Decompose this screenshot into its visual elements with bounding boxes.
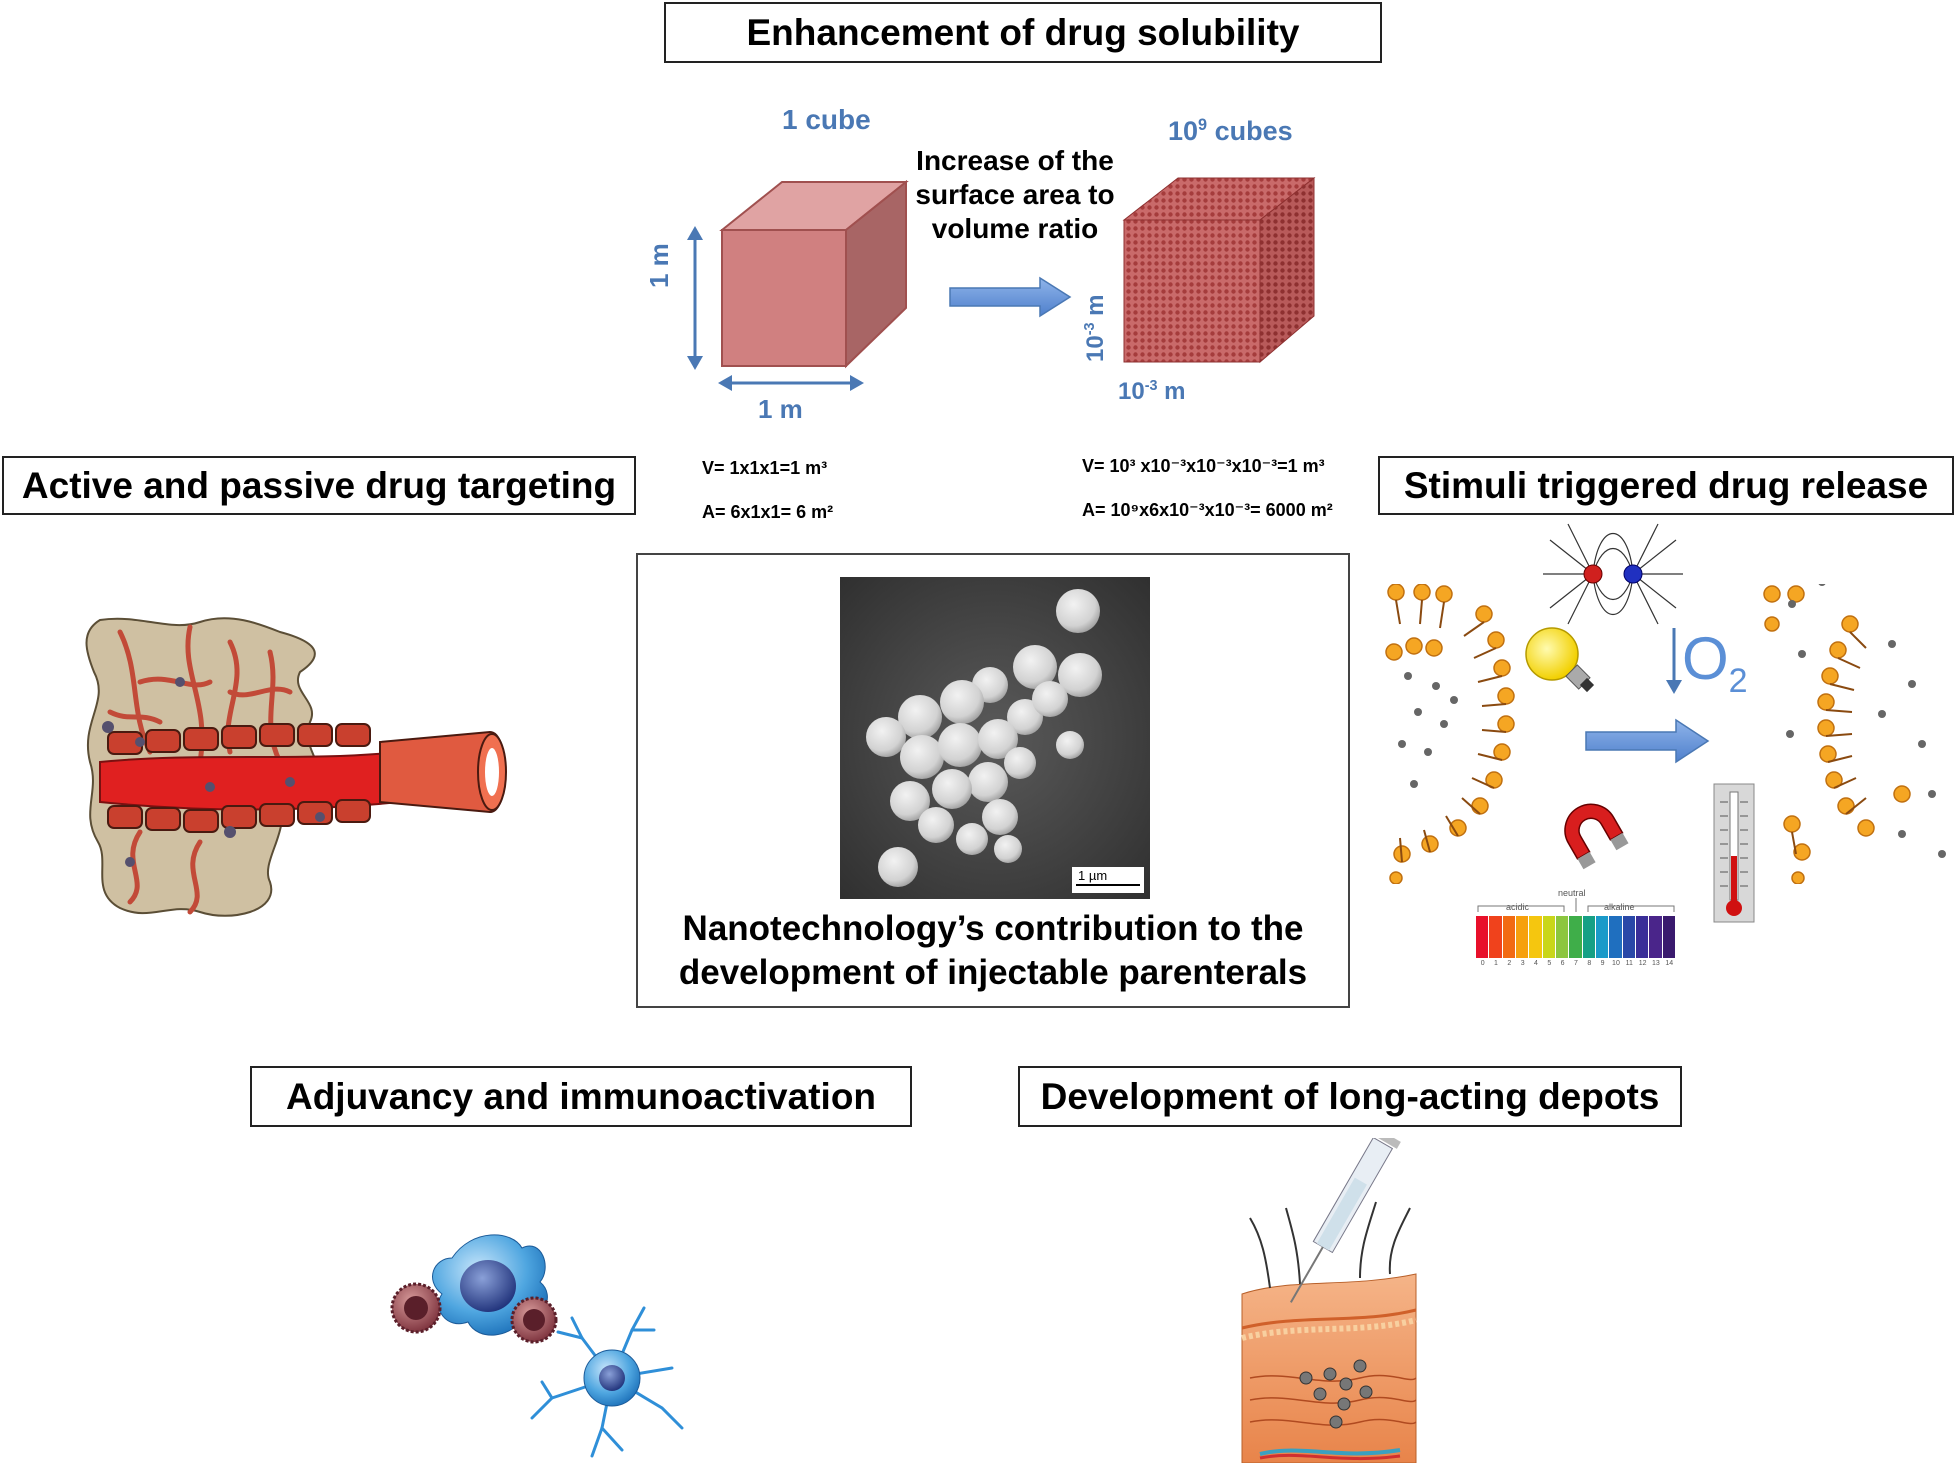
scale-bar-label: 1 µm xyxy=(1078,868,1107,883)
skin-injection-illustration xyxy=(1241,1138,1417,1463)
ph-number: 5 xyxy=(1547,960,1552,967)
cube-horizontal-dim-label: 1 m xyxy=(758,394,803,424)
ratio-text-line1: Increase of the xyxy=(916,145,1114,176)
ph-bar xyxy=(1595,916,1610,958)
nano-vertical-dim-label: 10-3 m xyxy=(1082,294,1110,362)
ph-bar xyxy=(1542,916,1556,958)
nano-v-unit: m xyxy=(1082,294,1109,323)
one-cube-label: 1 cube xyxy=(782,104,871,135)
formula-area-1: A= 6x1x1= 6 m² xyxy=(702,502,834,522)
sem-micrograph: 1 µm xyxy=(840,577,1150,899)
title-long-acting-depots: Development of long-acting depots xyxy=(1018,1066,1682,1127)
cube-vertical-dimension-arrow xyxy=(687,226,703,370)
ph-bar xyxy=(1489,916,1503,958)
ph-bar xyxy=(1515,916,1530,958)
center-panel: 1 µm Nanotechnology’s contribution to th… xyxy=(636,553,1350,1008)
ph-bar xyxy=(1502,916,1516,958)
ratio-text-line3: volume ratio xyxy=(931,213,1099,244)
nano-h-unit: m xyxy=(1157,378,1186,405)
release-arrow xyxy=(1585,718,1710,764)
ph-number: 0 xyxy=(1480,960,1485,967)
nano-h-exp: -3 xyxy=(1144,378,1158,394)
many-cubes-suffix: cubes xyxy=(1207,116,1293,146)
center-caption: Nanotechnology’s contribution to the dev… xyxy=(638,907,1348,995)
ph-number: 12 xyxy=(1638,960,1647,967)
ph-bar xyxy=(1662,916,1676,958)
ph-number: 10 xyxy=(1612,960,1620,967)
immune-cells-illustration xyxy=(390,1234,684,1458)
title-drug-targeting: Active and passive drug targeting xyxy=(2,456,636,515)
thermometer-icon xyxy=(1713,783,1755,923)
ph-number: 9 xyxy=(1600,960,1605,967)
ph-number: 4 xyxy=(1534,960,1538,967)
ph-bar xyxy=(1582,916,1596,958)
ph-bar xyxy=(1555,916,1570,958)
cube-vertical-dim-label: 1 m xyxy=(644,243,674,288)
nano-v-base: 10 xyxy=(1082,335,1109,362)
nano-h-base: 10 xyxy=(1118,378,1145,405)
ph-bar xyxy=(1476,916,1490,958)
ph-brackets xyxy=(1477,898,1675,912)
tumor-vessel-illustration xyxy=(85,617,507,917)
nano-cubes xyxy=(1122,176,1316,364)
title-stimuli-release: Stimuli triggered drug release xyxy=(1378,456,1954,515)
magnet-icon xyxy=(1564,803,1629,870)
light-bulb-icon xyxy=(1525,627,1595,693)
many-cubes-label: 109 cubes xyxy=(1168,116,1293,147)
ph-bar xyxy=(1609,916,1623,958)
ratio-text-line2: surface area to xyxy=(915,179,1115,210)
ph-number: 3 xyxy=(1520,960,1525,967)
formula-volume-2: V= 10³ x10⁻³x10⁻³x10⁻³=1 m³ xyxy=(1082,456,1325,476)
title-drug-solubility: Enhancement of drug solubility xyxy=(664,2,1382,63)
liposome-after xyxy=(1763,584,1946,884)
liposome-before xyxy=(1385,584,1515,884)
big-cube xyxy=(719,179,909,369)
formula-area-2: A= 10⁹x6x10⁻³x10⁻³= 6000 m² xyxy=(1082,500,1333,520)
oxygen-sub: 2 xyxy=(1728,662,1748,700)
formula-volume-1: V= 1x1x1=1 m³ xyxy=(702,458,828,478)
ph-number: 8 xyxy=(1587,960,1592,967)
ph-number: 2 xyxy=(1507,960,1512,967)
transformation-arrow xyxy=(949,276,1072,318)
ratio-text: Increase of the surface area to volume r… xyxy=(900,144,1130,246)
ph-number: 14 xyxy=(1665,960,1674,967)
ph-bar xyxy=(1529,916,1543,958)
ph-number: 7 xyxy=(1574,960,1578,967)
down-arrow-icon xyxy=(1666,628,1682,694)
center-caption-line2: development of injectable parenterals xyxy=(678,953,1308,992)
electric-field-icon xyxy=(1543,523,1683,625)
ph-number: 11 xyxy=(1625,960,1633,967)
oxygen-label: O2 xyxy=(1682,624,1748,701)
many-cubes-exp: 9 xyxy=(1198,116,1208,134)
ph-bar xyxy=(1569,916,1583,958)
ph-color-bars xyxy=(1476,916,1676,958)
ph-bar xyxy=(1649,916,1663,958)
many-cubes-base: 10 xyxy=(1168,116,1199,146)
ph-neutral-label: neutral xyxy=(1558,888,1586,898)
ph-number: 6 xyxy=(1560,960,1565,967)
cube-horizontal-dimension-arrow xyxy=(718,375,864,391)
oxygen-o: O xyxy=(1682,625,1729,692)
ph-bar xyxy=(1622,916,1636,958)
ph-number: 13 xyxy=(1652,960,1660,967)
nano-horizontal-dim-label: 10-3 m xyxy=(1118,378,1186,406)
center-caption-line1: Nanotechnology’s contribution to the xyxy=(682,909,1304,948)
ph-number: 1 xyxy=(1494,960,1498,967)
ph-acidic-label: acidic xyxy=(1506,902,1530,912)
nano-v-exp: -3 xyxy=(1082,322,1098,336)
ph-bar xyxy=(1635,916,1650,958)
ph-alkaline-label: alkaline xyxy=(1604,902,1635,912)
title-adjuvancy: Adjuvancy and immunoactivation xyxy=(250,1066,912,1127)
